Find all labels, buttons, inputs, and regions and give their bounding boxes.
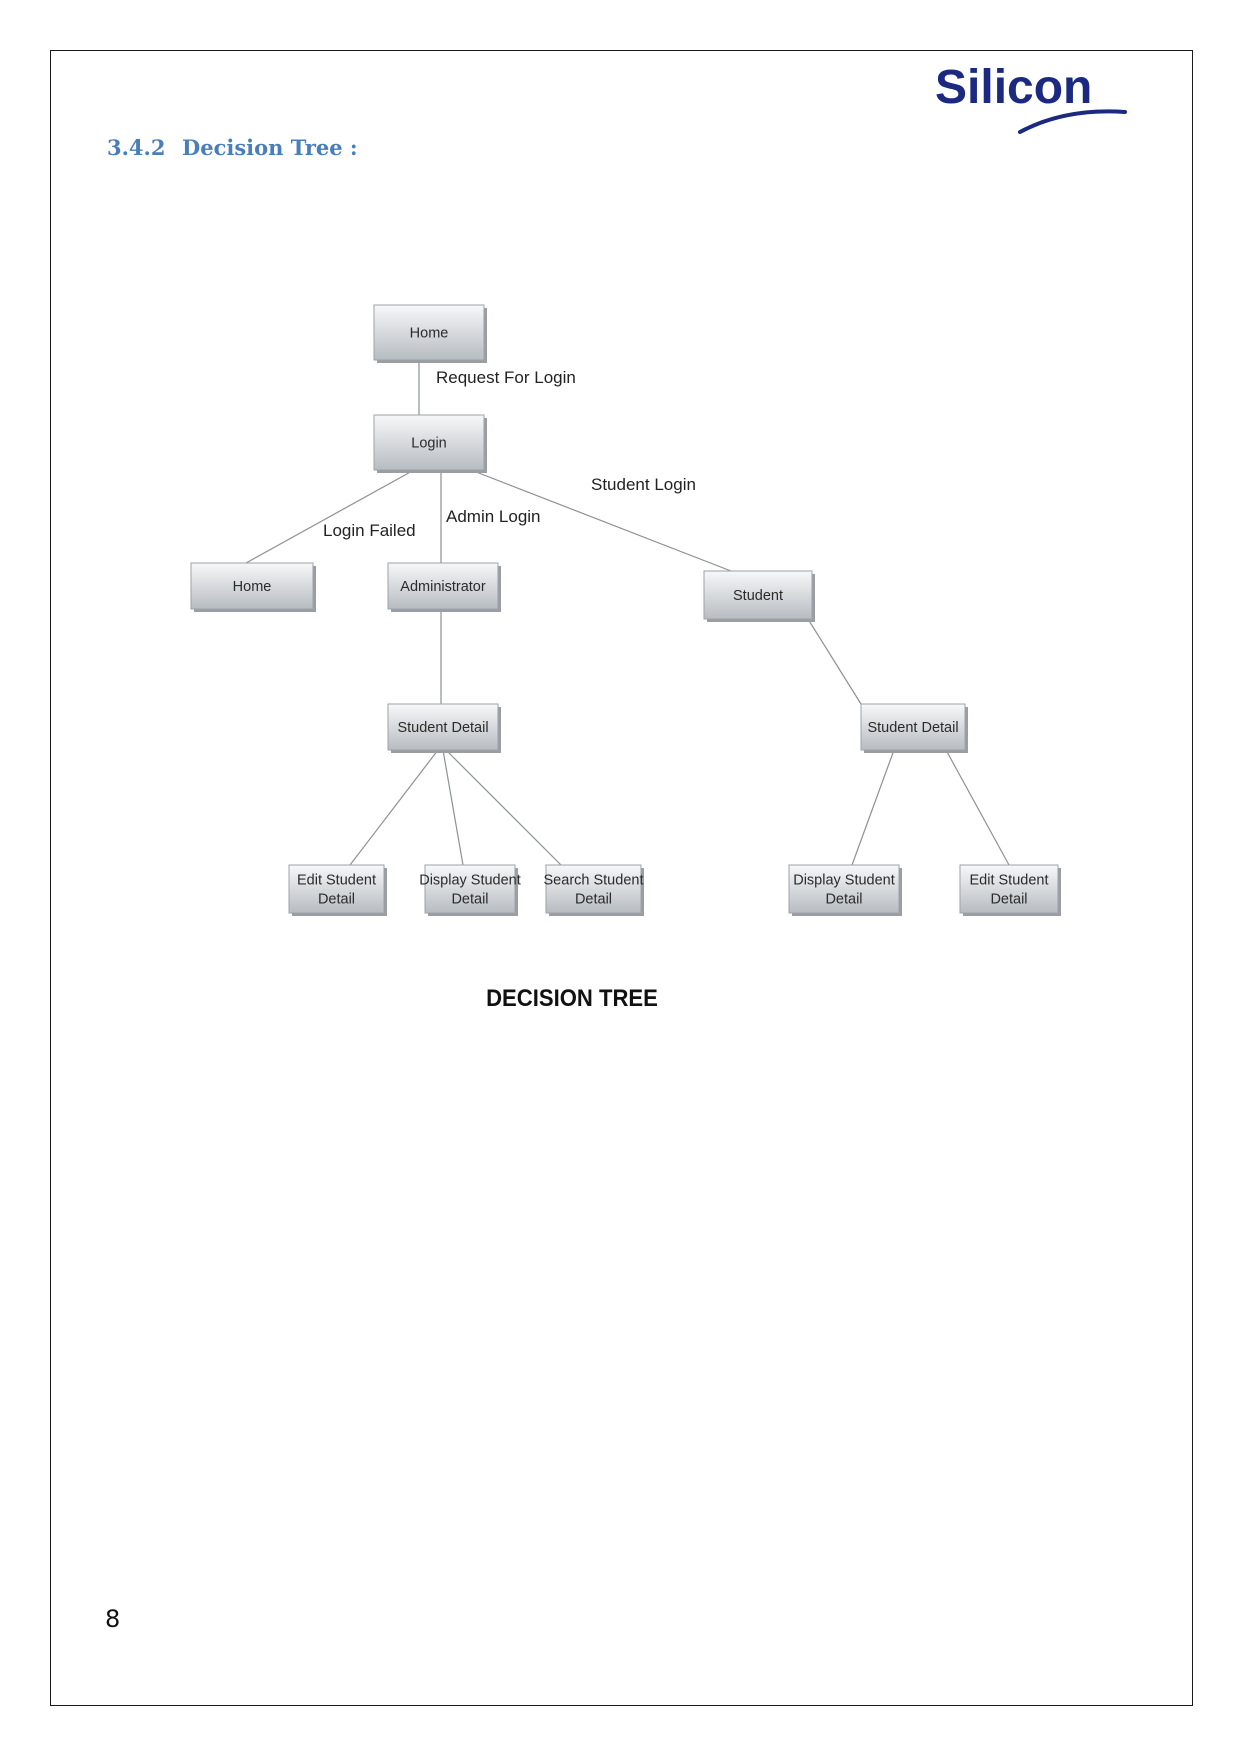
node-box — [387, 562, 499, 610]
node-box — [424, 864, 516, 914]
node-label: Login — [411, 436, 446, 452]
node-box — [860, 703, 966, 751]
node-label: Student — [733, 588, 783, 604]
node-student_student_detail: Student Detail — [860, 703, 968, 753]
edge-admin_student_detail-admin_display — [442, 749, 464, 866]
node-label: Edit Student — [970, 873, 1049, 889]
node-student: Student — [703, 570, 815, 622]
node-label: Detail — [990, 892, 1027, 908]
logo-text: Silicon — [935, 61, 1093, 114]
node-label: Administrator — [400, 579, 486, 595]
node-home_top: Home — [373, 304, 487, 363]
node-box — [545, 864, 642, 914]
node-box — [373, 304, 485, 361]
node-administrator: Administrator — [387, 562, 501, 612]
node-label: Edit Student — [297, 873, 376, 889]
section-heading: 3.4.2 Decision Tree : — [107, 135, 358, 160]
node-box — [373, 414, 485, 471]
node-label: Student Detail — [867, 720, 958, 736]
node-label: Home — [233, 579, 272, 595]
page-number: 8 — [105, 1605, 121, 1633]
node-home_failed: Home — [190, 562, 316, 612]
node-box — [788, 864, 900, 914]
edges-layer — [245, 360, 1010, 866]
logo-swoosh-icon — [1018, 109, 1127, 134]
edge-label-login-home_failed: Login Failed — [323, 521, 416, 540]
edge-student-student_student_detail — [807, 618, 862, 705]
node-box — [288, 864, 385, 914]
node-login: Login — [373, 414, 487, 473]
silicon-logo: Silicon — [935, 60, 1135, 140]
node-box — [959, 864, 1059, 914]
edge-student_student_detail-student_display — [851, 749, 895, 866]
node-label: Display Student — [793, 873, 895, 889]
node-label: Student Detail — [397, 720, 488, 736]
node-label: Detail — [318, 892, 355, 908]
edge-login-student — [470, 469, 732, 572]
node-box — [703, 570, 813, 620]
node-label: Home — [410, 326, 449, 342]
diagram-caption: DECISION TREE — [486, 985, 658, 1012]
node-box — [190, 562, 314, 610]
edge-admin_student_detail-admin_edit — [349, 749, 439, 866]
edge-label-login-administrator: Admin Login — [446, 507, 541, 526]
node-admin_student_detail: Student Detail — [387, 703, 501, 753]
node-label: Detail — [451, 892, 488, 908]
edge-admin_student_detail-admin_search — [445, 749, 562, 866]
page-border — [50, 50, 1193, 1706]
node-label: Detail — [575, 892, 612, 908]
edge-label-login-student: Student Login — [591, 475, 696, 494]
node-box — [387, 703, 499, 751]
section-number: 3.4.2 — [107, 135, 166, 160]
edge-label-home_top-login: Request For Login — [436, 368, 576, 387]
node-label: Detail — [825, 892, 862, 908]
section-title: Decision Tree : — [182, 135, 358, 160]
node-label: Search Student — [544, 873, 644, 889]
edge-login-home_failed — [245, 469, 415, 564]
edge-student_student_detail-student_edit — [945, 749, 1010, 866]
node-label: Display Student — [419, 873, 521, 889]
